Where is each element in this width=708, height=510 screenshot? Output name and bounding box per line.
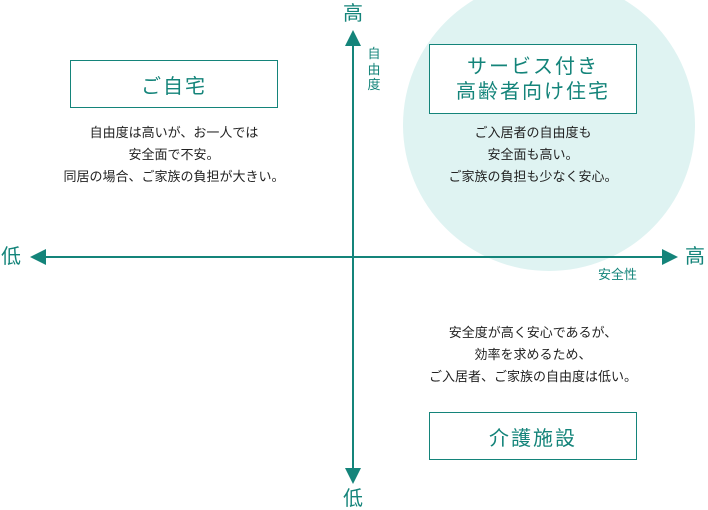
y-axis-arrow-up — [345, 30, 361, 46]
y-axis-title: 自由度 — [367, 47, 381, 94]
y-axis-high-label: 高 — [343, 1, 363, 25]
home-description: 自由度は高いが、お一人では 安全面で不安。 同居の場合、ご家族の負担が大きい。 — [38, 123, 310, 189]
senior-housing-description: ご入居者の自由度も 安全面も高い。 ご家族の負担も少なく安心。 — [403, 123, 663, 189]
care-facility-desc-line: 効率を求めるため、 — [474, 348, 592, 363]
home-desc-line: 自由度は高いが、お一人では — [89, 126, 259, 141]
x-axis-high-label: 高 — [685, 244, 705, 268]
x-axis-arrow-left — [30, 249, 46, 265]
care-facility-desc-line: ご入居者、ご家族の自由度は低い。 — [428, 370, 637, 385]
y-axis-low-label: 低 — [343, 486, 363, 510]
senior-housing-title-line: サービス付き — [467, 54, 599, 78]
care-facility-title-box: 介護施設 — [429, 412, 637, 460]
x-axis-title: 安全性 — [598, 268, 638, 283]
senior-housing-desc-line: 安全面も高い。 — [487, 148, 579, 163]
x-axis-low-label: 低 — [1, 244, 21, 268]
care-facility-desc-line: 安全度が高く安心であるが、 — [448, 326, 618, 341]
senior-housing-title-line: 高齢者向け住宅 — [456, 79, 610, 103]
home-desc-line: 安全面で不安。 — [128, 148, 220, 163]
home-title-box: ご自宅 — [70, 60, 278, 108]
senior-housing-desc-line: ご家族の負担も少なく安心。 — [448, 170, 618, 185]
home-desc-line: 同居の場合、ご家族の負担が大きい。 — [63, 170, 285, 185]
senior-housing-title-box: サービス付き 高齢者向け住宅 — [429, 44, 637, 114]
senior-housing-desc-line: ご入居者の自由度も — [474, 126, 592, 141]
care-facility-description: 安全度が高く安心であるが、 効率を求めるため、 ご入居者、ご家族の自由度は低い。 — [393, 323, 673, 389]
x-axis-arrow-right — [662, 249, 678, 265]
y-axis-arrow-down — [345, 468, 361, 484]
